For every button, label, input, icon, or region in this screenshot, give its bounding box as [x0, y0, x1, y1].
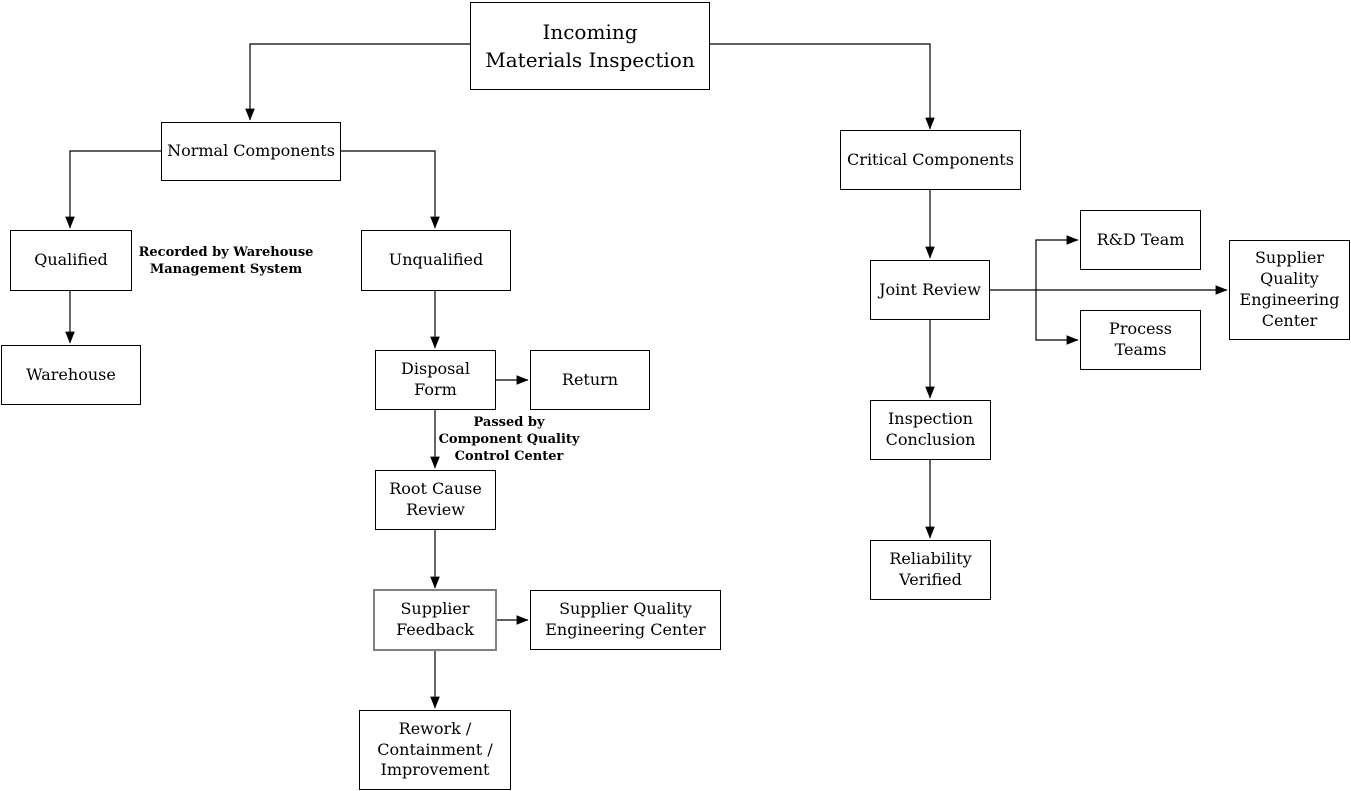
node-inspection-conclusion: Inspection Conclusion: [870, 400, 991, 460]
node-warehouse: Warehouse: [1, 345, 141, 405]
node-unqualified: Unqualified: [361, 230, 511, 291]
edge-normal-to-qualified: [65, 150, 161, 229]
annotation-recorded-by-warehouse: Recorded by Warehouse Management System: [138, 245, 314, 278]
node-process-teams: Process Teams: [1080, 310, 1201, 370]
node-return: Return: [530, 350, 650, 410]
node-joint-review: Joint Review: [870, 260, 990, 320]
node-root-cause-review: Root Cause Review: [375, 470, 496, 530]
edge-incoming-to-normal: [245, 43, 470, 121]
node-reliability-verified: Reliability Verified: [870, 540, 991, 600]
node-qualified: Qualified: [10, 230, 132, 291]
node-rework-containment-improvement: Rework / Containment / Improvement: [359, 710, 511, 790]
node-disposal-form: Disposal Form: [375, 350, 496, 410]
annotation-passed-by-component-quality: Passed by Component Quality Control Cent…: [438, 415, 580, 465]
node-supplier-feedback: Supplier Feedback: [373, 589, 497, 651]
node-supplier-quality-engineering-center-left: Supplier Quality Engineering Center: [530, 590, 721, 650]
edge-normal-to-unqualified: [341, 150, 440, 229]
edge-jointreview-to-rdteam: [1035, 235, 1079, 290]
node-rd-team: R&D Team: [1080, 210, 1201, 270]
edge-jointreview-to-processteams: [1035, 290, 1079, 345]
node-normal-components: Normal Components: [161, 122, 341, 181]
edge-incoming-to-critical: [710, 43, 935, 130]
node-critical-components: Critical Components: [840, 130, 1021, 190]
node-incoming-materials-inspection: Incoming Materials Inspection: [470, 2, 710, 90]
node-supplier-quality-engineering-center-right: Supplier Quality Engineering Center: [1229, 240, 1350, 340]
